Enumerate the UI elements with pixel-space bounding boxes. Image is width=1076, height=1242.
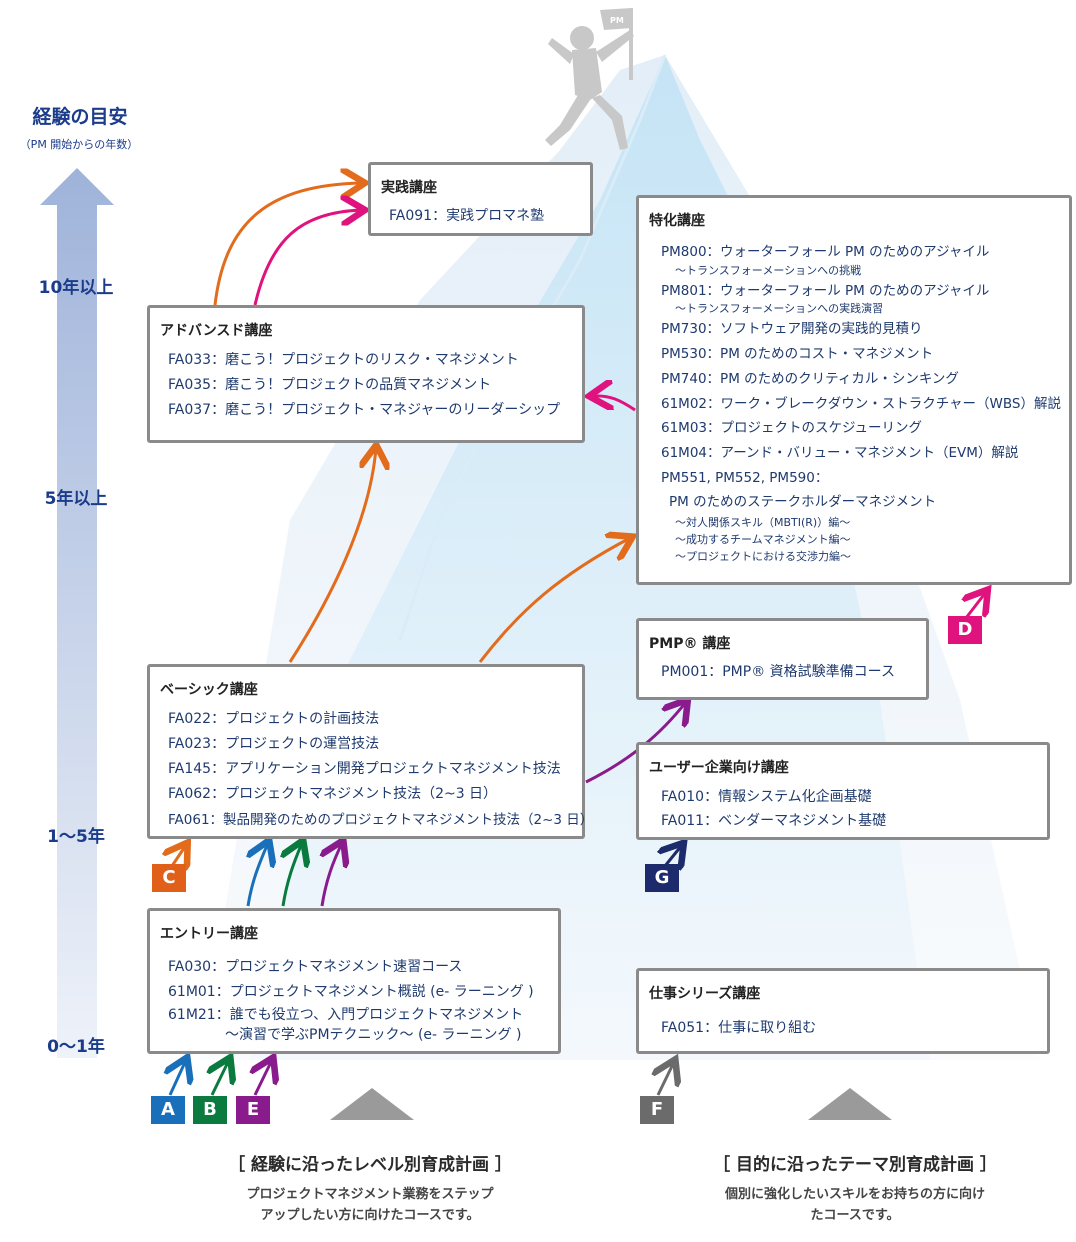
course-item: 61M21：誰でも役立つ、入門プロジェクトマネジメント xyxy=(168,1007,524,1023)
course-subtitle: ～対人関係スキル（MBTI(R)）編～ xyxy=(675,516,851,529)
box-entry-title: エントリー講座 xyxy=(160,926,258,942)
logo-text: PM xyxy=(610,16,624,25)
arrow-tokka-to-advanced xyxy=(592,396,636,410)
course-item: PM001：PMP® 資格試験準備コース xyxy=(661,664,895,680)
arrow-d xyxy=(966,592,986,619)
course-subtitle: ～トランスフォーメーションへの実践演習 xyxy=(675,302,884,315)
box-advanced: アドバンスド講座 FA033：磨こう！プロジェクトのリスク・マネジメント FA0… xyxy=(147,305,585,443)
plan-right-desc: 個別に強化したいスキルをお持ちの方に向け たコースです。 xyxy=(675,1184,1035,1226)
tag-f: F xyxy=(640,1096,674,1124)
course-item: FA051：仕事に取り組む xyxy=(661,1020,817,1036)
arrow-f xyxy=(658,1062,674,1096)
course-item: PM800：ウォーターフォール PM のためのアジャイル xyxy=(661,244,990,260)
course-item: PM730：ソフトウェア開発の実践的見積り xyxy=(661,321,923,337)
tag-a: A xyxy=(151,1096,185,1124)
arrow-c xyxy=(172,845,186,866)
course-item: FA062：プロジェクトマネジメント技法（2~3 日） xyxy=(168,786,498,802)
course-item: FA037：磨こう！プロジェクト・マネジャーのリーダーシップ xyxy=(168,402,561,418)
course-item: ～演習で学ぶPMテクニック～ (e- ラーニング ) xyxy=(225,1027,522,1043)
course-item: FA145：アプリケーション開発プロジェクトマネジメント技法 xyxy=(168,761,561,777)
plan-left-desc: プロジェクトマネジメント業務をステップ アップしたい方に向けたコースです。 xyxy=(190,1184,550,1226)
course-subtitle: ～トランスフォーメーションへの挑戦 xyxy=(675,264,862,277)
box-pmp-title: PMP® 講座 xyxy=(649,636,731,652)
course-item: 61M03：プロジェクトのスケジューリング xyxy=(661,420,923,436)
axis-title: 経験の目安 xyxy=(32,106,128,128)
tag-d: D xyxy=(948,616,982,644)
course-item: 61M04：アーンド・バリュー・マネジメント（EVM）解説 xyxy=(661,445,1019,461)
course-item: FA061：製品開発のためのプロジェクトマネジメント技法（2~3 日） xyxy=(168,812,594,828)
box-basic: ベーシック講座 FA022：プロジェクトの計画技法 FA023：プロジェクトの運… xyxy=(147,664,593,839)
tag-e: E xyxy=(236,1096,270,1124)
arrow-e xyxy=(255,1060,272,1096)
course-subtitle: ～プロジェクトにおける交渉力編～ xyxy=(675,550,851,563)
box-pmp: PMP® 講座 PM001：PMP® 資格試験準備コース xyxy=(636,618,929,700)
course-item: PM530：PM のためのコスト・マネジメント xyxy=(661,346,934,362)
plan-left-desc-line: プロジェクトマネジメント業務をステップ xyxy=(246,1187,494,1202)
course-item: FA022：プロジェクトの計画技法 xyxy=(168,711,380,727)
axis-subtitle: （PM 開始からの年数） xyxy=(19,138,139,151)
arrow-advanced-to-jissen-pink xyxy=(253,210,362,306)
course-item: FA023：プロジェクトの運営技法 xyxy=(168,736,380,752)
plan-right-desc-line: 個別に強化したいスキルをお持ちの方に向け xyxy=(724,1187,985,1202)
plan-right-title: ［ 目的に沿ったテーマ別育成計画 ］ xyxy=(713,1155,997,1175)
arrow-advanced-to-jissen-orange xyxy=(213,183,362,306)
course-item: 61M01：プロジェクトマネジメント概説 (e- ラーニング ) xyxy=(168,984,534,1000)
course-item: FA010：情報システム化企画基礎 xyxy=(661,789,872,805)
course-item: FA033：磨こう！プロジェクトのリスク・マネジメント xyxy=(168,352,519,368)
course-item: PM のためのステークホルダーマネジメント xyxy=(669,494,937,510)
course-subtitle: ～成功するチームマネジメント編～ xyxy=(675,533,851,546)
box-tokka: 特化講座 PM800：ウォーターフォール PM のためのアジャイル ～トランスフ… xyxy=(636,195,1072,585)
tag-g: G xyxy=(645,864,679,892)
course-item: PM740：PM のためのクリティカル・シンキング xyxy=(661,371,959,387)
course-item: FA035：磨こう！プロジェクトの品質マネジメント xyxy=(168,377,492,393)
climber-icon xyxy=(545,8,634,150)
box-user: ユーザー企業向け講座 FA010：情報システム化企画基礎 FA011：ベンダーマ… xyxy=(636,742,1050,840)
arrow-entry-to-basic-blue xyxy=(248,843,268,907)
level-0-1-years: 0～1年 xyxy=(47,1037,105,1057)
box-shigoto: 仕事シリーズ講座 FA051：仕事に取り組む xyxy=(636,968,1050,1054)
arrow-basic-to-tokka xyxy=(478,538,630,663)
box-user-title: ユーザー企業向け講座 xyxy=(649,760,789,776)
box-jissen-title: 実践講座 xyxy=(381,180,437,196)
box-advanced-title: アドバンスド講座 xyxy=(160,323,273,339)
box-entry: エントリー講座 FA030：プロジェクトマネジメント速習コース 61M01：プロ… xyxy=(147,908,561,1054)
arrow-entry-to-basic-purple xyxy=(322,843,342,907)
course-item: FA091：実践プロマネ塾 xyxy=(389,208,545,224)
course-item: FA030：プロジェクトマネジメント速習コース xyxy=(168,959,463,975)
tag-b: B xyxy=(193,1096,227,1124)
plan-left-triangle-icon xyxy=(330,1088,414,1120)
level-1-5-years: 1～5年 xyxy=(47,827,105,847)
course-item: PM801：ウォーターフォール PM のためのアジャイル xyxy=(661,283,990,299)
axis-arrow xyxy=(40,168,114,1058)
box-tokka-title: 特化講座 xyxy=(649,213,705,229)
tag-c: C xyxy=(152,864,186,892)
arrow-g xyxy=(665,845,682,866)
course-item: PM551, PM552, PM590： xyxy=(661,470,829,486)
arrow-entry-to-basic-green xyxy=(283,843,302,907)
arrow-basic-to-advanced xyxy=(288,448,376,663)
level-5-years: 5年以上 xyxy=(44,489,108,509)
course-item: 61M02：ワーク・ブレークダウン・ストラクチャー（WBS）解説 xyxy=(661,396,1062,412)
arrow-a xyxy=(170,1060,186,1096)
box-jissen: 実践講座 FA091：実践プロマネ塾 xyxy=(368,162,593,236)
mountain-ridge xyxy=(398,54,667,641)
level-10-years: 10年以上 xyxy=(38,278,114,298)
plan-right-triangle-icon xyxy=(808,1088,892,1120)
course-item: FA011：ベンダーマネジメント基礎 xyxy=(661,813,887,829)
box-basic-title: ベーシック講座 xyxy=(160,682,258,698)
plan-right-desc-line: たコースです。 xyxy=(810,1208,900,1223)
arrow-b xyxy=(212,1060,229,1096)
box-shigoto-title: 仕事シリーズ講座 xyxy=(649,986,761,1002)
plan-left-desc-line: アップしたい方に向けたコースです。 xyxy=(260,1208,480,1223)
plan-left-title: ［ 経験に沿ったレベル別育成計画 ］ xyxy=(228,1155,512,1175)
